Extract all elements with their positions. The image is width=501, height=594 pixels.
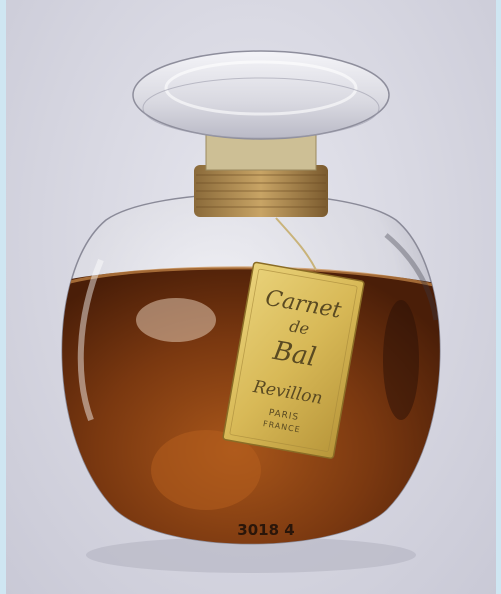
glass-stopper [132, 50, 390, 140]
label-line-2: de [288, 316, 311, 338]
glass-highlight [77, 258, 104, 422]
hanging-label: Carnet de Bal Revillon PARIS FRANCE [222, 261, 365, 459]
bottle-illustration: Carnet de Bal Revillon PARIS FRANCE 3018… [61, 50, 441, 573]
perfume-bottle-photo: Carnet de Bal Revillon PARIS FRANCE 3018… [6, 0, 496, 594]
label-string [275, 217, 317, 271]
bottle-serial-number: 3018 4 [237, 521, 294, 539]
bottle-shadow [86, 537, 416, 573]
